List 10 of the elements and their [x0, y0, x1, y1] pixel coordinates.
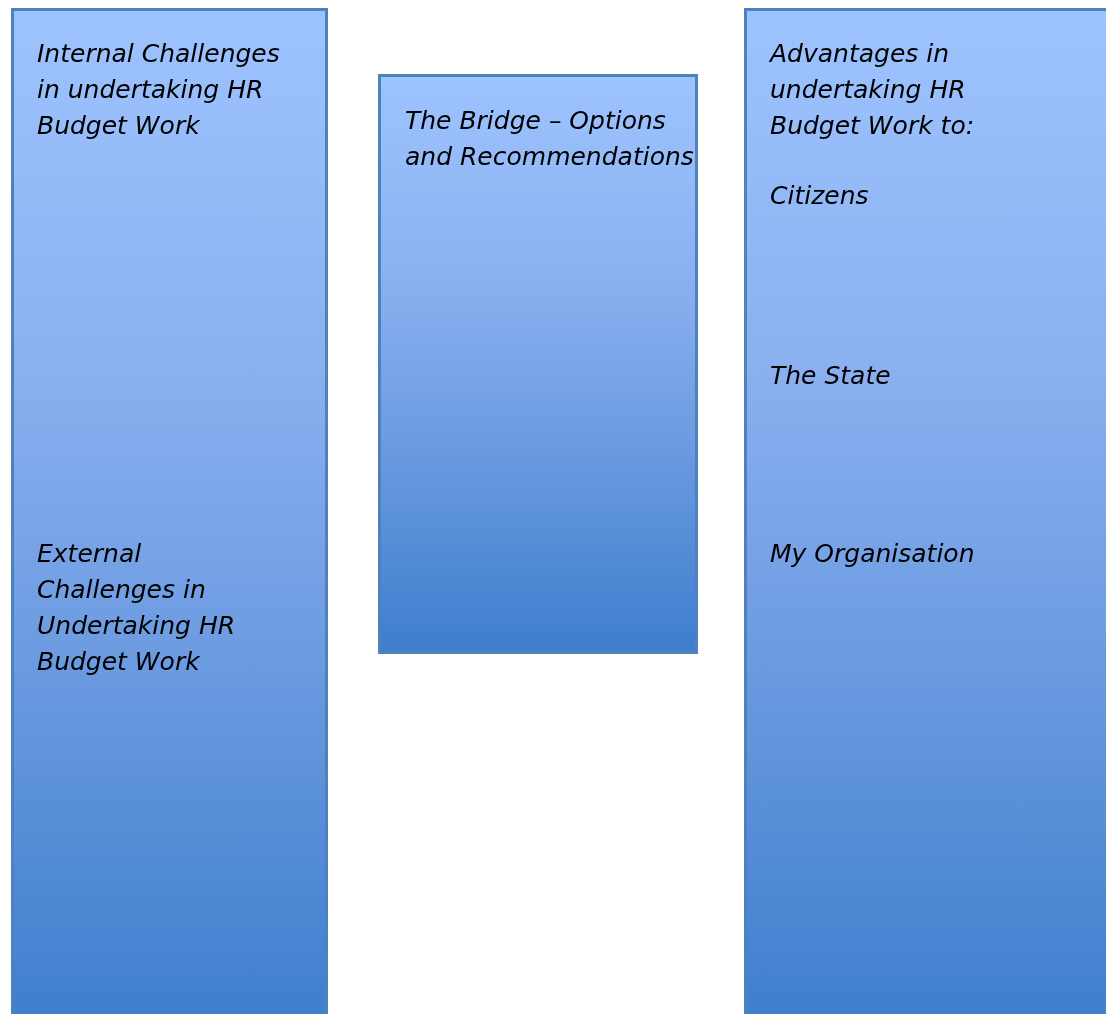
- gradient-panel: [744, 8, 1106, 1014]
- panel-heading: The Bridge – Options and Recommendations: [405, 105, 695, 173]
- panel-text: Citizens: [770, 180, 870, 212]
- panel-text: The State: [770, 360, 892, 392]
- panel-text: External Challenges in Undertaking HR Budget Work: [37, 538, 237, 678]
- gradient-panel: [378, 74, 698, 654]
- gradient-panel: [11, 8, 328, 1014]
- panel-heading: Internal Challenges in undertaking HR Budget Work: [37, 38, 281, 142]
- panel-text: My Organisation: [770, 538, 976, 570]
- panel-heading: Advantages in undertaking HR Budget Work to:: [770, 38, 976, 142]
